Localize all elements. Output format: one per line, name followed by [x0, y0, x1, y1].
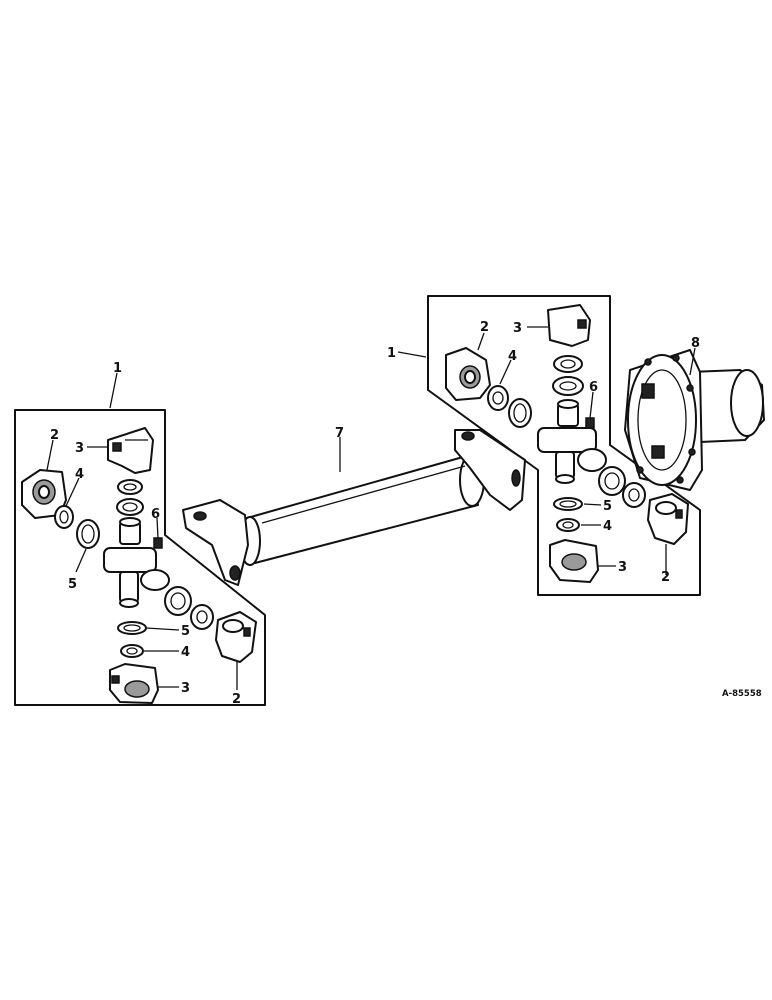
callout-right-retainer-lower: 5 [603, 499, 612, 514]
companion-flange [624, 349, 765, 491]
callout-right-group: 1 [387, 346, 396, 361]
right-bearing-cap-top [547, 304, 591, 347]
right-seal-small [487, 385, 509, 411]
right-bearing-cap-lower [549, 539, 599, 583]
left-retainer-lower [117, 621, 147, 635]
drawing-reference-code: A-85558 [722, 689, 762, 699]
callout-flange: 8 [691, 336, 700, 351]
right-seal-ring-top [552, 355, 584, 396]
left-seal-ring-top [116, 479, 144, 516]
right-retainer [508, 398, 532, 428]
right-end-cap-lower [647, 493, 689, 545]
left-end-cap-top [21, 469, 67, 519]
callout-right-bearing-cap-lower: 3 [618, 560, 627, 575]
callout-right-cap-lower: 2 [661, 570, 670, 585]
callout-left-fitting: 6 [151, 507, 160, 522]
right-lube-fitting [585, 417, 595, 429]
left-seal-small [54, 505, 74, 529]
left-spider-cross [103, 517, 170, 608]
right-side-rings [598, 466, 646, 508]
callout-left-seal-lower: 4 [181, 645, 190, 660]
driveshaft-tube [239, 453, 485, 566]
callout-left-group: 1 [113, 361, 122, 376]
callout-right-bearing-cap-top: 3 [513, 321, 522, 336]
left-group-outline [14, 409, 266, 706]
right-group-outline [427, 295, 701, 596]
callout-right-seal-top: 4 [508, 349, 517, 364]
callout-tube: 7 [335, 426, 344, 441]
callout-left-bearing-cap-top: 3 [75, 441, 84, 456]
callout-right-seal-lower: 4 [603, 519, 612, 534]
tube-yoke-right [454, 429, 526, 511]
left-seal-lower [120, 644, 144, 658]
callout-left-cap-lower: 2 [232, 692, 241, 707]
right-end-cap-top [445, 347, 491, 401]
right-spider-cross [537, 399, 607, 484]
left-side-rings [164, 586, 214, 630]
leader-lines [46, 326, 696, 690]
right-retainer-lower [553, 497, 583, 511]
callout-left-cap-top: 2 [50, 428, 59, 443]
callout-left-bearing-cap-lower: 3 [181, 681, 190, 696]
callout-right-cap-top: 2 [480, 320, 489, 335]
tube-yoke-left [182, 499, 249, 586]
left-bearing-cap-lower [109, 663, 159, 704]
left-lube-fitting [153, 537, 163, 549]
callout-right-fitting: 6 [589, 380, 598, 395]
callout-left-retainer-lower: 5 [181, 624, 190, 639]
left-end-cap-lower [215, 611, 257, 663]
right-seal-lower [556, 518, 580, 532]
callout-left-retainer: 5 [68, 577, 77, 592]
left-retainer [76, 519, 100, 549]
callout-left-seal-top: 4 [75, 467, 84, 482]
left-bearing-cap-top [107, 427, 154, 474]
